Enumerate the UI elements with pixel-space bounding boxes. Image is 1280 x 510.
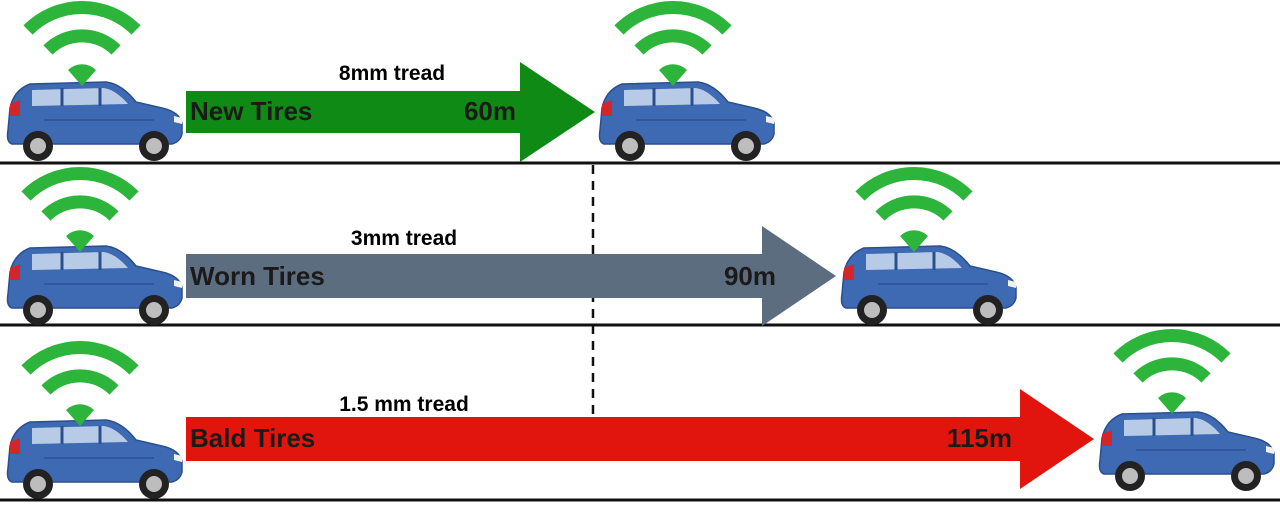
car-icon [6,80,184,163]
wifi-signal-icon [28,7,136,86]
tire-label: New Tires [190,96,312,126]
wifi-signal-icon [860,173,968,252]
distance-label: 115m [947,423,1012,453]
wifi-signal-icon [619,7,727,86]
wifi-signal-icon [26,347,134,426]
stopping-arrow-new [186,62,595,162]
tread-label: 3mm tread [351,227,457,250]
tire-label: Bald Tires [190,423,315,453]
car-icon [840,244,1018,327]
stopping-arrow-bald [186,389,1094,489]
tread-label: 1.5 mm tread [339,393,469,416]
row-bald-tires: 1.5 mm tread Bald Tires 115m [6,335,1276,501]
stopping-arrow-worn [186,226,836,326]
row-new-tires: 8mm tread New Tires 60m [6,7,776,163]
tread-label: 8mm tread [339,62,445,85]
car-icon [6,418,184,501]
car-icon [6,244,184,327]
wifi-signal-icon [1118,335,1226,414]
distance-label: 90m [724,261,776,291]
distance-label: 60m [464,96,516,126]
car-icon [598,80,776,163]
row-worn-tires: 3mm tread Worn Tires 90m [6,173,1018,327]
wifi-signal-icon [26,173,134,252]
car-icon [1098,410,1276,493]
tire-label: Worn Tires [190,261,325,291]
